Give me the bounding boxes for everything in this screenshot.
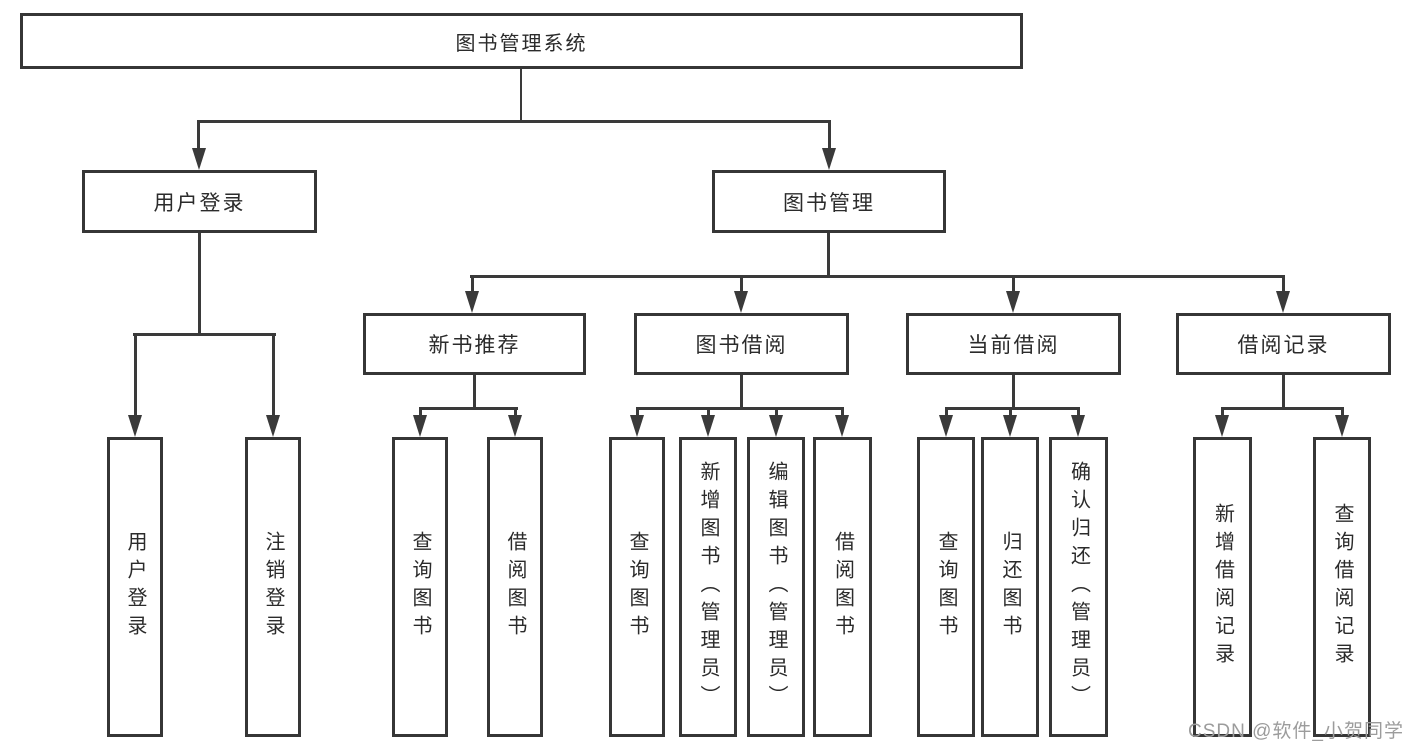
leaf-logout: 注销登录 [245, 437, 301, 737]
arrowhead-down [192, 148, 206, 170]
connector-drop [636, 409, 639, 417]
node-label: 查询图书 [409, 531, 431, 643]
node-label: 新增图书（管理员） [697, 461, 719, 713]
arrowhead-down [734, 291, 748, 313]
node-label: 图书管理系统 [455, 32, 588, 55]
connector-drop [272, 335, 275, 417]
connector-drop [471, 277, 474, 293]
node-label: 查询借阅记录 [1331, 503, 1353, 671]
node-label: 借阅记录 [1237, 334, 1330, 357]
connector-drop [197, 122, 200, 150]
connector-drop [1282, 277, 1285, 293]
connector-recommend-hbar [419, 407, 518, 410]
connector-records-hbar [1221, 407, 1344, 410]
node-label: 图书借阅 [695, 334, 788, 357]
connector-drop [828, 122, 831, 150]
node-label: 用户登录 [124, 531, 146, 643]
node-label: 确认归还（管理员） [1067, 461, 1090, 713]
connector-drop [1341, 409, 1344, 417]
node-book-management-system: 图书管理系统 [20, 13, 1023, 69]
arrowhead-down [413, 415, 427, 437]
node-label: 编辑图书（管理员） [765, 461, 787, 713]
node-label: 查询图书 [626, 531, 648, 643]
connector-drop [134, 335, 137, 417]
connector-drop [419, 409, 422, 417]
leaf-confirm-return-admin: 确认归还（管理员） [1049, 437, 1108, 737]
leaf-return-book: 归还图书 [981, 437, 1039, 737]
connector-drop [1077, 409, 1080, 417]
arrowhead-down [822, 148, 836, 170]
node-book-borrowing: 图书借阅 [634, 313, 849, 375]
arrowhead-down [1003, 415, 1017, 437]
node-label: 查询图书 [935, 531, 957, 643]
arrowhead-down [835, 415, 849, 437]
node-book-management: 图书管理 [712, 170, 946, 233]
leaf-add-book-admin: 新增图书（管理员） [679, 437, 737, 737]
arrowhead-down [465, 291, 479, 313]
connector-drop [707, 409, 710, 417]
node-label: 借阅图书 [504, 531, 526, 643]
connector-bookmgmt-stem [827, 233, 830, 278]
node-label: 用户登录 [153, 191, 246, 215]
connector-drop [514, 409, 517, 417]
arrowhead-down [508, 415, 522, 437]
connector-drop [841, 409, 844, 417]
connector-drop [1009, 409, 1012, 417]
arrowhead-down [630, 415, 644, 437]
connector-bookmgmt-hbar [470, 275, 1285, 278]
connector-root-stem [520, 69, 522, 121]
connector-root-hbar [197, 120, 831, 123]
arrowhead-down [769, 415, 783, 437]
connector-recommend-stem [473, 375, 476, 410]
node-label: 当前借阅 [967, 334, 1060, 357]
leaf-borrow-books-recommend: 借阅图书 [487, 437, 543, 737]
arrowhead-down [266, 415, 280, 437]
node-label: 借阅图书 [831, 531, 854, 643]
leaf-query-borrow-record: 查询借阅记录 [1313, 437, 1371, 737]
connector-userlogin-hbar [133, 333, 276, 336]
leaf-user-login: 用户登录 [107, 437, 163, 737]
arrowhead-down [1335, 415, 1349, 437]
node-current-borrowing: 当前借阅 [906, 313, 1121, 375]
arrowhead-down [1215, 415, 1229, 437]
arrowhead-down [1071, 415, 1085, 437]
node-user-login: 用户登录 [82, 170, 317, 233]
node-borrowing-records: 借阅记录 [1176, 313, 1391, 375]
node-label: 新书推荐 [428, 334, 521, 357]
node-label: 新增借阅记录 [1211, 503, 1234, 671]
node-label: 图书管理 [783, 191, 875, 215]
watermark-text: CSDN @软件_小贺同学 [1188, 721, 1404, 742]
leaf-query-books-current: 查询图书 [917, 437, 975, 737]
arrowhead-down [1006, 291, 1020, 313]
connector-drop [1012, 277, 1015, 293]
connector-borrowing-stem [740, 375, 743, 410]
leaf-edit-book-admin: 编辑图书（管理员） [747, 437, 805, 737]
arrowhead-down [1276, 291, 1290, 313]
arrowhead-down [701, 415, 715, 437]
node-label: 注销登录 [262, 531, 284, 643]
connector-current-hbar [945, 407, 1080, 410]
connector-borrowing-hbar [636, 407, 844, 410]
leaf-query-books-recommend: 查询图书 [392, 437, 448, 737]
connector-current-stem [1012, 375, 1015, 410]
connector-drop [945, 409, 948, 417]
arrowhead-down [939, 415, 953, 437]
node-label: 归还图书 [999, 531, 1021, 643]
node-new-book-recommendation: 新书推荐 [363, 313, 586, 375]
connector-drop [1221, 409, 1224, 417]
connector-drop [740, 277, 743, 293]
leaf-add-borrow-record: 新增借阅记录 [1193, 437, 1252, 737]
arrowhead-down [128, 415, 142, 437]
leaf-query-books-borrowing: 查询图书 [609, 437, 665, 737]
leaf-borrow-books-borrowing: 借阅图书 [813, 437, 872, 737]
connector-records-stem [1282, 375, 1285, 410]
connector-drop [775, 409, 778, 417]
connector-userlogin-stem [198, 233, 201, 336]
